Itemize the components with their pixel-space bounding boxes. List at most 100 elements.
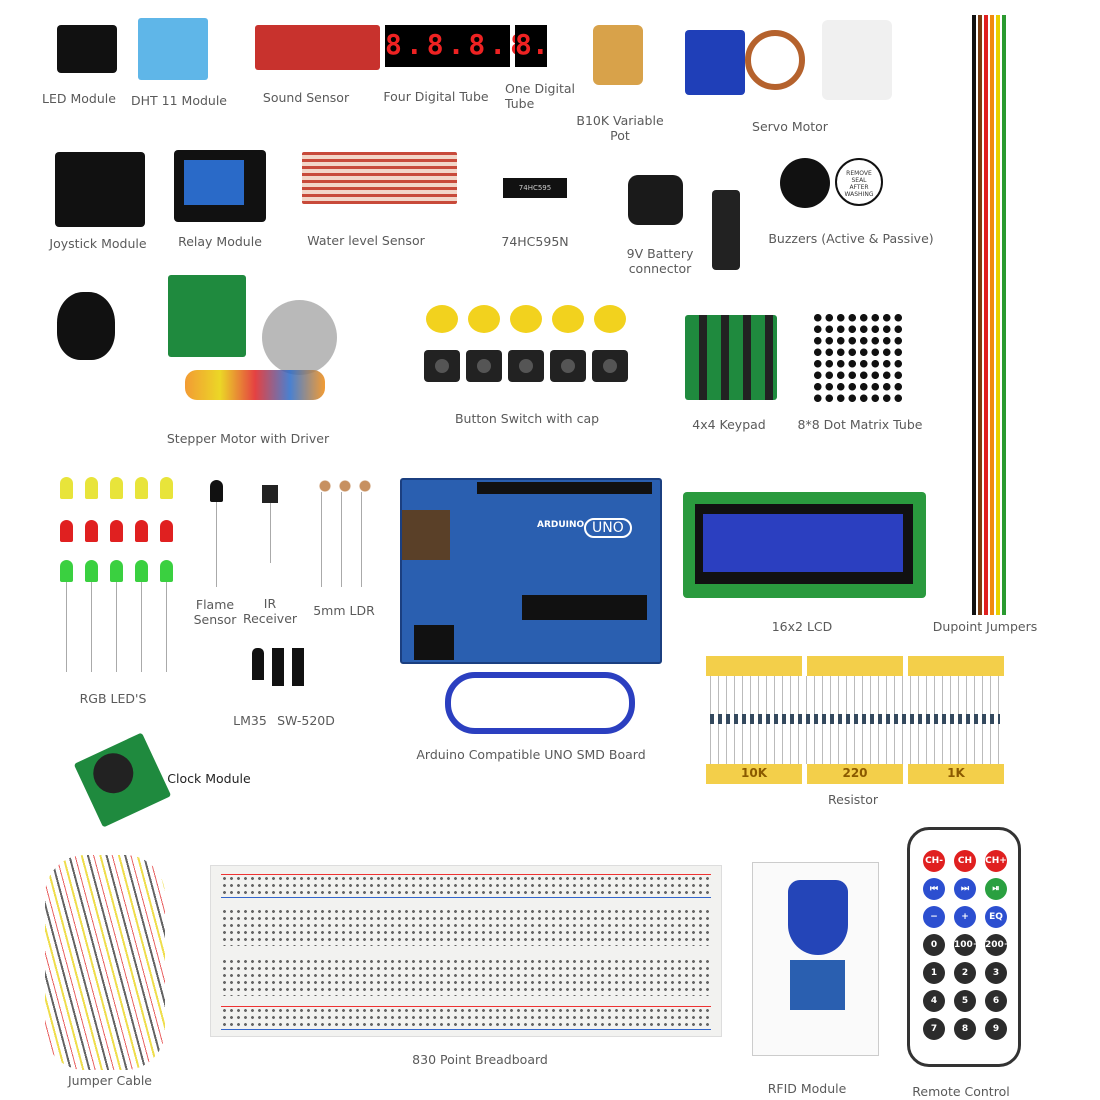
flame-sensor-image: [210, 480, 223, 502]
led-module-image: [57, 25, 117, 73]
label-uno: Arduino Compatible UNO SMD Board: [416, 747, 646, 762]
potentiometer-image: [593, 25, 643, 85]
battery-clip-image: [628, 175, 683, 225]
remote-key: 6: [985, 990, 1007, 1012]
sw520d-image-2: [292, 648, 304, 686]
label-dht11: DHT 11 Module: [131, 93, 227, 108]
button-switches-image: [420, 305, 640, 395]
clock-module-image: [73, 732, 172, 828]
ir-receiver-leg: [270, 503, 271, 563]
arduino-uno-text: UNO: [584, 518, 632, 538]
label-sw520d: SW-520D: [277, 713, 335, 728]
remote-key: CH+: [985, 850, 1007, 872]
arduino-logo-text: ARDUINO: [537, 520, 585, 530]
ldr-leg: [361, 492, 362, 587]
remote-key: −: [923, 906, 945, 928]
remote-key: CH: [954, 850, 976, 872]
remote-key: ⏮: [923, 878, 945, 900]
label-ldr: 5mm LDR: [313, 603, 375, 618]
resistor-value-10k: 10K: [706, 764, 802, 784]
lm35-image: [252, 648, 264, 680]
water-level-sensor-image: [302, 152, 457, 204]
remote-key: 4: [923, 990, 945, 1012]
label-dupont: Dupoint Jumpers: [932, 619, 1038, 634]
dht11-image: [138, 18, 208, 80]
active-buzzer-image: REMOVE SEAL AFTER WASHING: [835, 158, 883, 206]
usb-cable-image: [445, 672, 635, 734]
passive-buzzer-image: [780, 158, 830, 208]
label-lcd: 16x2 LCD: [771, 619, 833, 634]
label-four-digital-tube: Four Digital Tube: [383, 89, 489, 104]
label-breadboard: 830 Point Breadboard: [412, 1052, 548, 1067]
resistor-value-220: 220: [807, 764, 903, 784]
label-button-switch: Button Switch with cap: [454, 411, 600, 426]
remote-key: 3: [985, 962, 1007, 984]
joystick-cap-image: [57, 292, 115, 360]
label-sound-sensor: Sound Sensor: [262, 90, 350, 105]
label-jumper-cable: Jumper Cable: [67, 1073, 153, 1088]
servo-horns-image: [822, 20, 892, 100]
label-battery: 9V Battery connector: [626, 246, 694, 276]
servo-cable-image: [745, 30, 805, 90]
label-one-digital-tube: One Digital Tube: [505, 81, 575, 111]
label-clock: Clock Module: [167, 771, 251, 786]
dc-jack-image: [712, 190, 740, 270]
remote-key: CH-: [923, 850, 945, 872]
remote-key: 5: [954, 990, 976, 1012]
label-ir: IR Receiver: [242, 596, 298, 626]
label-led-module: LED Module: [42, 91, 116, 106]
label-remote: Remote Control: [912, 1084, 1010, 1099]
remote-key: 2: [954, 962, 976, 984]
remote-key: 200+: [985, 934, 1011, 956]
remote-key: ⏯: [985, 878, 1007, 900]
label-joystick: Joystick Module: [49, 236, 147, 251]
resistors-image: 10K 220 1K: [706, 656, 1004, 786]
joystick-module-image: [55, 152, 145, 227]
keypad-image: [685, 315, 777, 400]
label-flame: Flame Sensor: [193, 597, 237, 627]
relay-module-image: [174, 150, 266, 222]
remote-key: +: [954, 906, 976, 928]
remote-key: 7: [923, 1018, 945, 1040]
rfid-module-image: [790, 960, 845, 1010]
arduino-uno-board: ARDUINO UNO: [400, 478, 662, 664]
label-relay: Relay Module: [178, 234, 262, 249]
stepper-driver-image: [168, 275, 246, 357]
resistor-value-1k: 1K: [908, 764, 1004, 784]
label-rfid: RFID Module: [767, 1081, 847, 1096]
ir-receiver-image: [262, 485, 278, 503]
ldr-leg: [321, 492, 322, 587]
ldr-leg: [341, 492, 342, 587]
label-resistor: Resistor: [828, 792, 878, 807]
stepper-wires-image: [185, 370, 325, 400]
label-lm35: LM35: [233, 713, 267, 728]
four-digit-tube-image: 8.8.8.8.: [385, 25, 548, 67]
label-stepper: Stepper Motor with Driver: [166, 431, 330, 446]
label-buzzers: Buzzers (Active & Passive): [768, 231, 934, 246]
label-keypad: 4x4 Keypad: [692, 417, 766, 432]
remote-key: 9: [985, 1018, 1007, 1040]
remote-key: EQ: [985, 906, 1007, 928]
dot-matrix-image: [812, 312, 904, 404]
label-pot: B10K Variable Pot: [576, 113, 664, 143]
dupont-jumpers-image: [968, 15, 1008, 615]
label-water-level: Water level Sensor: [307, 233, 425, 248]
remote-key: 1: [923, 962, 945, 984]
rfid-tag-image: [788, 880, 848, 955]
stepper-motor-image: [262, 300, 337, 375]
one-digit-tube-image: 8.: [515, 25, 549, 67]
remote-key: 8: [954, 1018, 976, 1040]
flame-sensor-leg: [216, 502, 217, 587]
sound-sensor-image: [255, 25, 380, 70]
ldr-image: [315, 480, 373, 492]
lcd-module-image: [683, 492, 926, 598]
label-dot-matrix: 8*8 Dot Matrix Tube: [797, 417, 923, 432]
remote-key: 100+: [954, 934, 980, 956]
remote-control: CH- CH CH+ ⏮ ⏭ ⏯ − + EQ 0 100+ 200+ 1 2 …: [907, 827, 1021, 1067]
label-servo: Servo Motor: [752, 119, 828, 134]
rgb-leds-image: [55, 475, 180, 675]
jumper-cable-image: [45, 855, 165, 1070]
servo-motor-image: [685, 30, 745, 95]
shift-register-chip: 74HC595: [503, 178, 567, 198]
